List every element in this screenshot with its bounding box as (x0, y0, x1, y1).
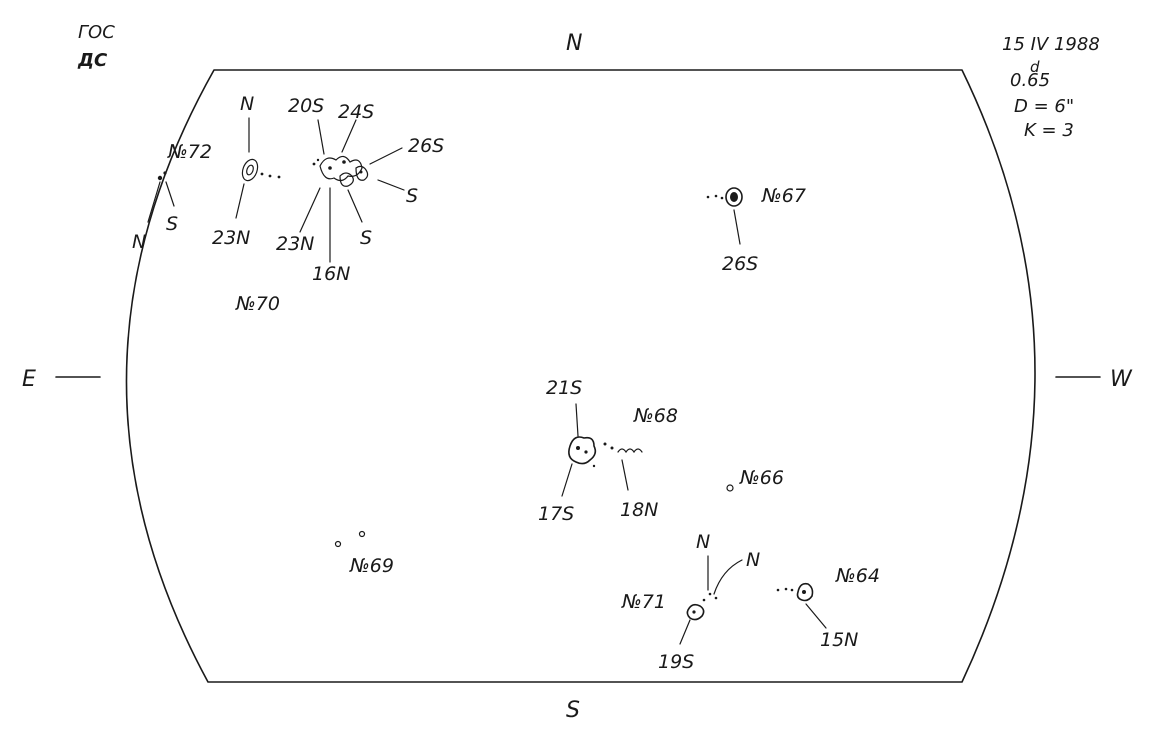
west-label: W (1110, 367, 1133, 392)
solar-disk-outline (125, 69, 1036, 683)
observatory-line-1: ГОС (78, 22, 115, 43)
group-68-lat-a: 21S (546, 377, 582, 399)
group-68-number: №68 (633, 405, 678, 427)
group-68-lat-c: 18N (620, 499, 658, 521)
group-70-label-20s: 20S (288, 95, 324, 117)
group-72-pol-n: N (132, 231, 146, 253)
observatory-line-2: ДС (77, 50, 108, 71)
group-66-number: №66 (739, 467, 784, 489)
group-70-label-s-right: S (406, 185, 418, 207)
group-70-label-24s: 24S (338, 101, 374, 123)
group-71-pol-a: N (696, 531, 710, 553)
group-64: №64 15N (776, 565, 880, 651)
group-67-number: №67 (761, 185, 806, 207)
observation-time-sup: d (1030, 58, 1040, 76)
group-69-number: №69 (349, 555, 394, 577)
group-70-label-23n-b: 23N (276, 233, 314, 255)
group-70-label-s-low: S (360, 227, 372, 249)
group-71-lat: 19S (658, 651, 694, 673)
observation-date: 15 IV 1988 (1002, 34, 1100, 55)
south-label: S (566, 698, 580, 723)
group-71-number: №71 (621, 591, 666, 613)
group-70-label-23n-a: 23N (212, 227, 250, 249)
group-71: N N №71 19S (621, 531, 760, 673)
group-72-number: №72 (167, 141, 212, 163)
group-64-lat: 15N (820, 629, 858, 651)
group-70-label-16n: 16N (312, 263, 350, 285)
disk-diameter: D = 6" (1014, 96, 1074, 117)
group-66: №66 (726, 467, 784, 492)
group-70: N 20S 24S 26S S 23N 23N 16N S №70 (212, 93, 444, 315)
group-72-pol-s: S (166, 213, 178, 235)
north-label: N (566, 31, 582, 56)
group-68-lat-b: 17S (538, 503, 574, 525)
group-64-number: №64 (835, 565, 880, 587)
group-70-label-n: N (240, 93, 254, 115)
group-70-label-26s: 26S (408, 135, 444, 157)
group-70-number: №70 (235, 293, 280, 315)
group-71-pol-b: N (746, 549, 760, 571)
group-67-lat: 26S (722, 253, 758, 275)
group-68: 21S №68 17S 18N (538, 377, 678, 525)
group-72: №72 N S (132, 141, 212, 253)
group-67: №67 26S (706, 185, 806, 275)
group-69: №69 (334, 530, 394, 577)
east-label: E (22, 367, 36, 392)
quality-index: K = 3 (1024, 120, 1074, 141)
observation-time: 0.65 (1010, 70, 1050, 91)
